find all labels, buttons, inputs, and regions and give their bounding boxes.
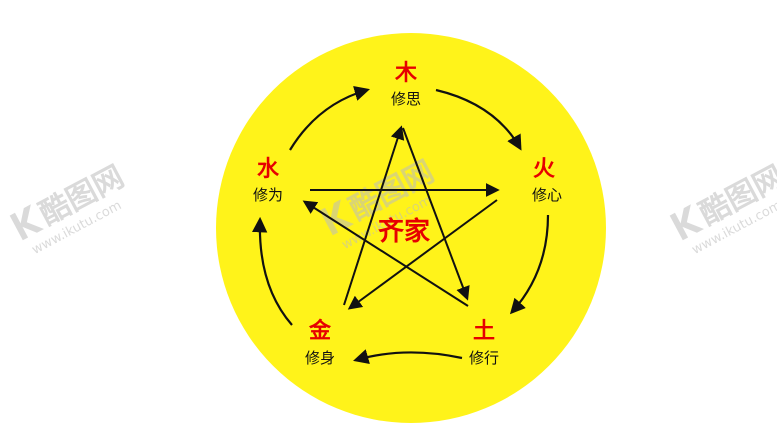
element-wood-char: 木 <box>394 61 418 86</box>
element-wood-label: 修思 <box>391 90 421 108</box>
star-arrow-earth-water <box>302 200 469 307</box>
cycle-arrows <box>251 85 550 365</box>
cycle-arrow-fire-earth <box>509 214 550 315</box>
star-arrows <box>302 125 500 310</box>
center-label: 齐家 <box>378 216 430 247</box>
star-arrow-fire-metal <box>347 199 498 310</box>
element-earth-char: 土 <box>473 319 495 344</box>
star-arrow-wood-earth <box>402 127 470 301</box>
element-water-label: 修为 <box>253 186 283 204</box>
ikutu-logo-icon <box>669 204 705 241</box>
element-earth-label: 修行 <box>469 349 499 367</box>
element-metal-label: 修身 <box>305 349 335 367</box>
element-metal-char: 金 <box>308 318 332 344</box>
node-earth: 土修行 <box>469 319 499 367</box>
cycle-arrow-metal-water <box>251 216 293 326</box>
node-water: 水修为 <box>253 157 283 204</box>
element-fire-label: 修心 <box>532 186 562 204</box>
cycle-arrow-earth-metal <box>353 349 463 365</box>
node-wood: 木修思 <box>391 61 421 108</box>
ikutu-logo-icon <box>319 199 355 236</box>
ikutu-logo-icon <box>9 204 45 241</box>
cycle-arrow-wood-fire <box>435 88 522 151</box>
node-fire: 火修心 <box>532 157 562 204</box>
star-arrow-metal-wood <box>343 125 405 306</box>
element-fire-char: 火 <box>533 157 555 182</box>
node-metal: 金修身 <box>305 318 335 367</box>
cycle-arrow-water-wood <box>289 85 370 151</box>
element-water-char: 水 <box>257 157 280 182</box>
